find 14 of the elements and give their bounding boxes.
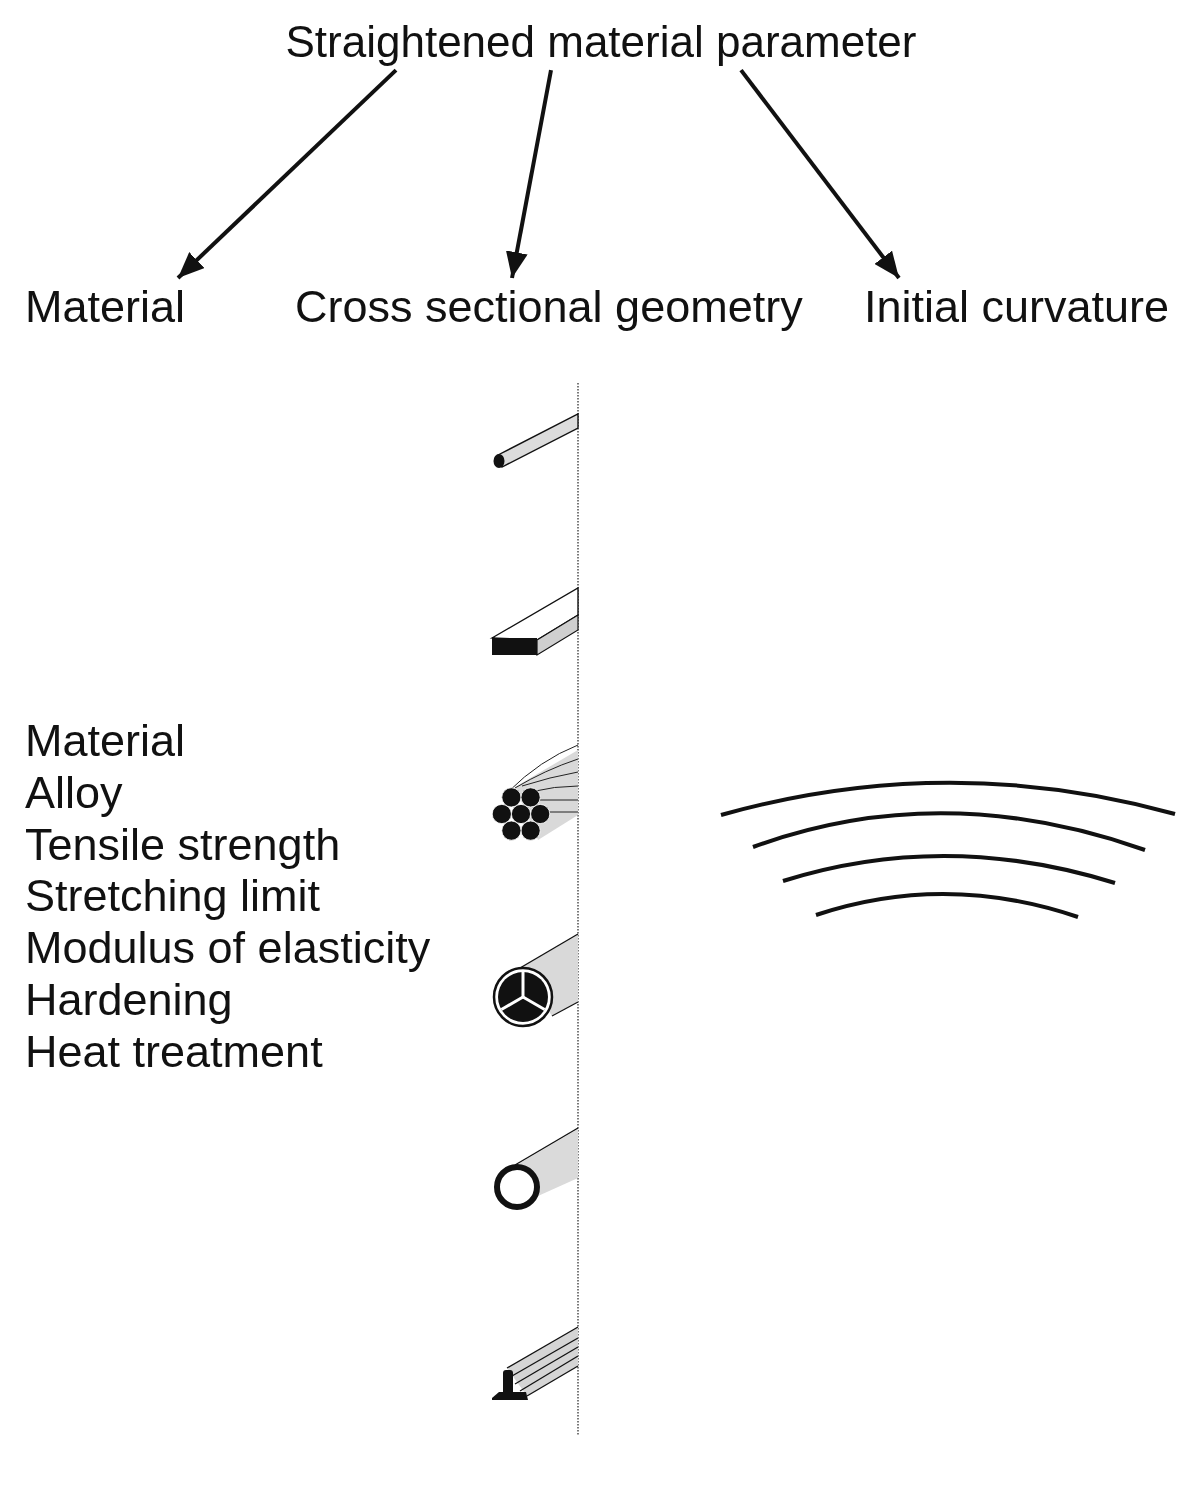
property-text: Hardening (25, 974, 233, 1026)
arrow (506, 69, 553, 279)
property-text: Modulus of elasticity (25, 922, 431, 974)
property-text: Stretching limit (25, 870, 321, 923)
property-text: Alloy (25, 766, 123, 819)
property-text: Material (25, 715, 186, 767)
arrow (176, 68, 398, 280)
heading-text: Straightened material parameter (285, 16, 917, 68)
category-label: Cross sectional geometry (295, 281, 803, 333)
category-label: Material (25, 281, 186, 333)
property-text: Tensile strength (25, 818, 341, 871)
arrow (739, 68, 901, 280)
category-label: Initial curvature (864, 281, 1170, 333)
property-text: Heat treatment (25, 1025, 323, 1078)
